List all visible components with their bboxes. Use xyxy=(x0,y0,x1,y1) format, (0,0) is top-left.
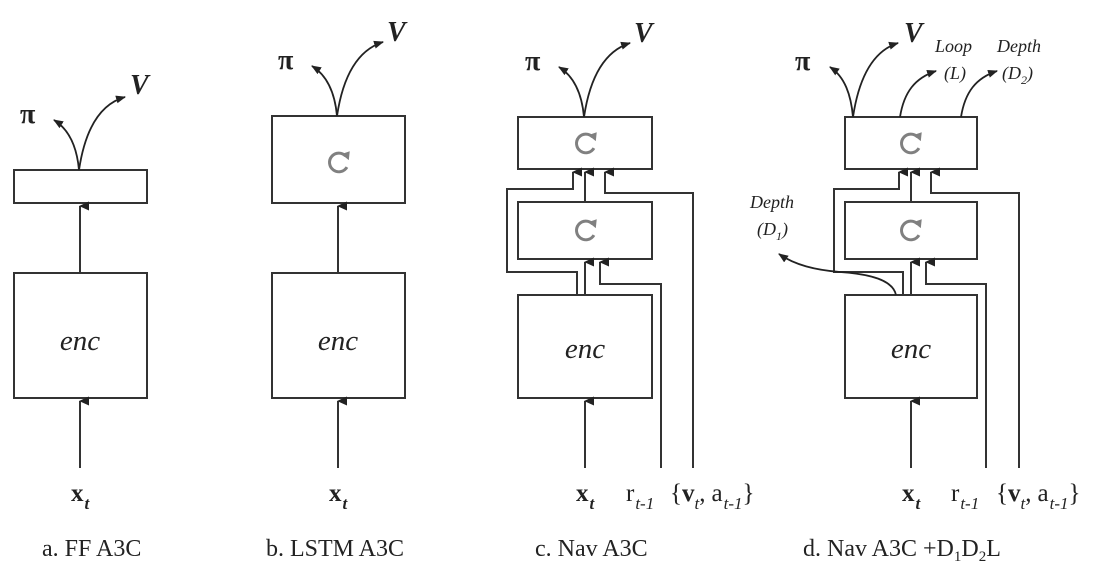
encoder-label: enc xyxy=(60,325,100,357)
lstm-bottom-box xyxy=(517,201,653,260)
value-arrow xyxy=(78,95,126,171)
policy-arrow xyxy=(311,65,338,117)
depth1-title: Depth xyxy=(749,192,794,212)
depth1-arrow xyxy=(778,253,897,296)
policy-label: π xyxy=(795,46,811,77)
encoder-label: enc xyxy=(318,325,358,357)
lstm-bottom-box xyxy=(844,201,978,260)
loop-symbol: (L) xyxy=(944,63,966,84)
policy-label: π xyxy=(278,45,294,76)
input-velocity-action: {vt,at-1} xyxy=(670,480,754,513)
value-label: V xyxy=(130,70,151,101)
ff-layer-box xyxy=(13,169,148,204)
input-velocity-action: {vt,at-1} xyxy=(996,480,1080,513)
panel-b-lstm-a3c: enc π V xt b. LSTM A3C xyxy=(266,17,408,562)
input-x: xt xyxy=(576,480,596,513)
value-arrow xyxy=(336,40,384,117)
depth1-symbol: (D1) xyxy=(757,219,788,243)
panel-a-ff-a3c: enc π V xt a. FF A3C xyxy=(13,70,151,562)
reward-to-lstm1-arrow xyxy=(925,257,987,468)
encoder-skip-to-lstm2-arrow xyxy=(833,167,908,295)
value-label: V xyxy=(634,18,655,49)
caption-b: b. LSTM A3C xyxy=(266,536,404,562)
loop-title: Loop xyxy=(934,36,972,56)
lstm-box xyxy=(271,115,406,204)
encoder-label: enc xyxy=(891,333,931,365)
input-reward: rt-1 xyxy=(626,480,654,513)
caption-d: d. Nav A3C +D1D2L xyxy=(803,536,1001,565)
input-x: xt xyxy=(71,480,91,513)
value-label: V xyxy=(904,18,925,49)
value-arrow xyxy=(852,41,899,118)
velocity-action-to-lstm2-arrow xyxy=(604,167,694,468)
lstm-top-box xyxy=(844,116,978,170)
panel-c-nav-a3c: enc π V xt rt-1 {vt,at-1} c. Nav A3C xyxy=(506,18,754,562)
value-arrow xyxy=(583,41,631,118)
encoder-label: enc xyxy=(565,333,605,365)
input-x: xt xyxy=(329,480,349,513)
value-label: V xyxy=(387,17,408,48)
loop-arrow xyxy=(899,70,937,118)
encoder-box xyxy=(13,272,148,399)
policy-arrow xyxy=(558,66,585,118)
policy-arrow xyxy=(53,119,80,171)
caption-a: a. FF A3C xyxy=(42,536,141,562)
depth2-arrow xyxy=(960,70,998,118)
input-x: xt xyxy=(902,480,922,513)
depth2-title: Depth xyxy=(996,36,1041,56)
policy-arrow xyxy=(829,66,854,118)
encoder-box xyxy=(844,294,978,399)
input-reward: rt-1 xyxy=(951,480,979,513)
policy-label: π xyxy=(525,46,541,77)
policy-label: π xyxy=(20,99,36,130)
panel-d-nav-a3c-aux: enc π V Loop (L) Depth (D2) Depth (D1) x… xyxy=(749,18,1080,565)
caption-c: c. Nav A3C xyxy=(535,536,648,562)
reward-to-lstm1-arrow xyxy=(599,257,662,468)
encoder-skip-to-lstm2-arrow xyxy=(506,167,582,295)
lstm-top-box xyxy=(517,116,653,170)
velocity-action-to-lstm2-arrow xyxy=(930,167,1020,468)
depth2-symbol: (D2) xyxy=(1002,63,1033,87)
